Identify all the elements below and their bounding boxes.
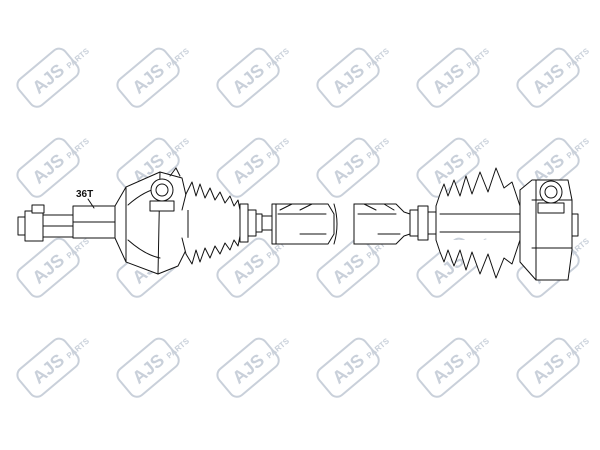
watermark-brand: AJS [428, 150, 468, 188]
watermark-brand: AJS [528, 60, 568, 98]
watermark-brand: AJS [328, 350, 368, 388]
watermark-brand: AJS [228, 250, 268, 288]
watermark-brand: AJS [328, 250, 368, 288]
spline-count-callout: 36T [76, 189, 95, 209]
watermark-brand: AJS [128, 350, 168, 388]
inner-cv-joint [519, 179, 579, 281]
watermark-brand: AJS [328, 60, 368, 98]
shaft-left-section [261, 203, 335, 245]
watermark-brand: AJS [228, 150, 268, 188]
callout-label: 36T [76, 189, 93, 200]
watermark-brand: AJS [128, 60, 168, 98]
watermark-brand: AJS [28, 60, 68, 98]
watermark-brand: AJS [428, 60, 468, 98]
outer-cv-joint [114, 167, 189, 275]
watermark-brand: AJS [28, 350, 68, 388]
stub-shaft [17, 204, 116, 242]
watermark-brand: AJS [28, 150, 68, 188]
inner-boot [435, 167, 521, 279]
shaft-right-section [353, 203, 437, 245]
outer-boot [181, 181, 263, 265]
watermark-brand: AJS [28, 250, 68, 288]
axle-drawing: 36T [17, 167, 579, 281]
watermark-brand: AJS [428, 350, 468, 388]
watermark-brand: AJS [528, 350, 568, 388]
watermark-brand: AJS [328, 150, 368, 188]
watermark-brand: AJS [228, 60, 268, 98]
watermark-brand: AJS [228, 350, 268, 388]
